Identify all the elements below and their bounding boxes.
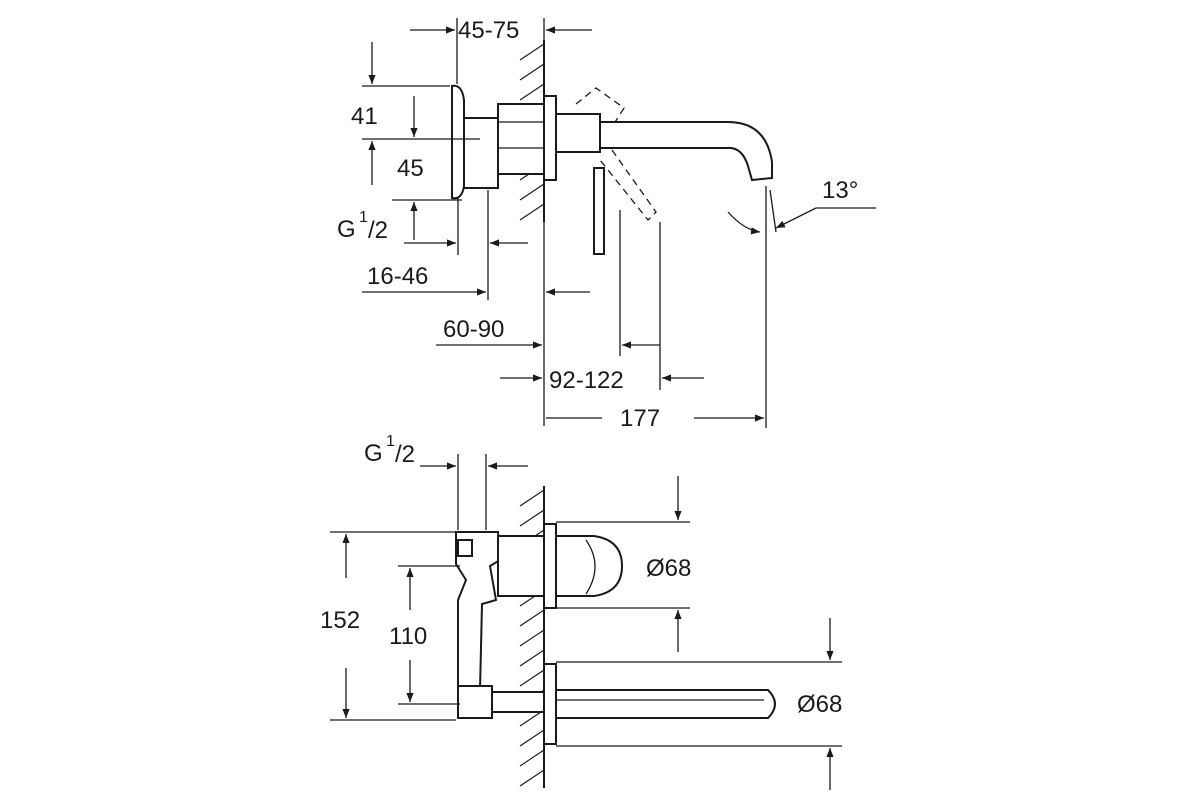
dim-label-92-122: 92-122 <box>549 367 624 394</box>
thread-label-bottom: G <box>364 440 383 467</box>
lever-front-detail <box>585 539 596 595</box>
lever-front <box>555 535 624 597</box>
dim-177: 177 <box>546 186 767 432</box>
bottom-view: G 1 /2 152 110 Ø68 <box>320 433 842 790</box>
flange-mixer <box>543 523 557 609</box>
dim-label-110: 110 <box>389 623 427 650</box>
dia-label-spout: Ø68 <box>797 691 842 718</box>
dim-41: 41 <box>351 42 480 185</box>
thread-sub-top: /2 <box>368 217 388 244</box>
thread-label-top: G <box>337 216 356 243</box>
thread-sup-top: 1 <box>359 209 368 226</box>
wall-hatching-bottom <box>519 489 545 787</box>
dim-dia-68-mixer: Ø68 <box>556 476 691 652</box>
spout-side <box>491 689 776 719</box>
thread-sub-bottom: /2 <box>395 441 415 468</box>
spout <box>599 121 773 182</box>
dim-label-60-90: 60-90 <box>443 316 504 343</box>
dim-label-152: 152 <box>320 607 360 634</box>
top-view: 45-75 41 45 G 1 /2 <box>337 17 876 432</box>
mounting-body <box>455 531 547 719</box>
dim-92-122: 92-122 <box>500 222 704 394</box>
dim-label-16-46: 16-46 <box>367 263 428 290</box>
dia-label-mixer: Ø68 <box>646 555 691 582</box>
dim-152: 152 <box>320 531 456 721</box>
dim-60-90: 60-90 <box>436 210 660 356</box>
dim-angle-13: 13° <box>727 177 876 235</box>
wall-bottom <box>519 486 545 788</box>
dim-16-46: 16-46 <box>362 222 590 426</box>
dim-45: 45 <box>392 96 462 240</box>
dim-label-177: 177 <box>620 405 660 432</box>
dim-110: 110 <box>389 565 460 705</box>
thread-sup-bottom: 1 <box>386 433 395 450</box>
angle-label: 13° <box>822 177 858 204</box>
dim-g-half-top: G 1 /2 <box>337 190 528 300</box>
concealed-body <box>451 84 547 200</box>
dim-g-half-bottom: G 1 /2 <box>364 433 528 530</box>
dim-45-75: 45-75 <box>410 17 592 84</box>
dim-label-45-75: 45-75 <box>458 17 519 44</box>
dim-label-41: 41 <box>351 103 378 130</box>
flange-spout <box>543 663 557 745</box>
lever-handle <box>555 87 657 255</box>
dim-label-45: 45 <box>397 155 424 182</box>
wall-flange-top <box>543 95 557 181</box>
dim-dia-68-spout: Ø68 <box>556 618 842 790</box>
